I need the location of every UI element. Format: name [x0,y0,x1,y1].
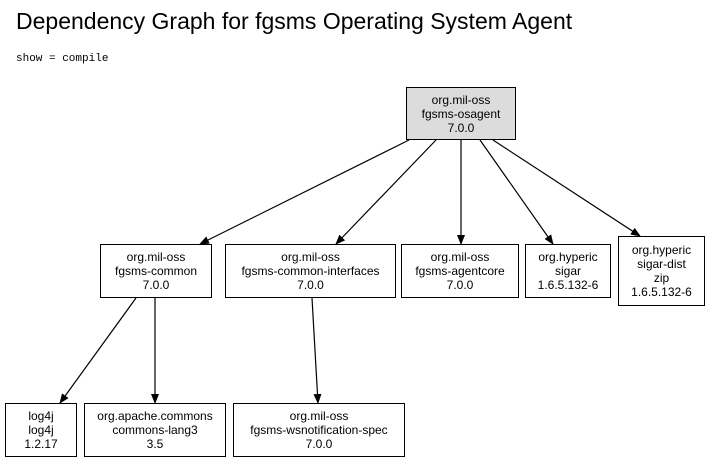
node-artifact-id: sigar-dist [637,257,686,271]
scope-filter-label: show = compile [16,53,109,65]
edge-osagent-to-common [199,139,410,245]
node-sigar[interactable]: org.hyperic sigar 1.6.5.132-6 [525,244,611,298]
node-version: 1.6.5.132-6 [631,285,692,299]
node-fgsms-osagent[interactable]: org.mil-oss fgsms-osagent 7.0.0 [406,87,516,140]
node-sigar-dist[interactable]: org.hyperic sigar-dist zip 1.6.5.132-6 [618,236,705,306]
node-version: 7.0.0 [305,437,333,451]
node-log4j[interactable]: log4j log4j 1.2.17 [5,403,77,457]
node-group-id: org.hyperic [631,243,692,257]
node-commons-lang3[interactable]: org.apache.commons commons-lang3 3.5 [84,403,226,457]
node-group-id: org.mil-oss [289,409,349,423]
node-artifact-id: sigar [554,264,581,278]
node-fgsms-common-interfaces[interactable]: org.mil-oss fgsms-common-interfaces 7.0.… [225,244,396,298]
node-version: 3.5 [146,437,164,451]
edge-osagent-to-common_interfaces [335,139,437,245]
node-group-id: org.mil-oss [431,92,491,107]
edge-common-to-log4j [59,297,137,404]
node-version: 1.6.5.132-6 [537,278,599,292]
node-group-id: org.apache.commons [97,409,213,423]
node-group-id: org.hyperic [538,250,598,264]
node-fgsms-wsnotification-spec[interactable]: org.mil-oss fgsms-wsnotification-spec 7.… [233,403,405,457]
node-fgsms-common[interactable]: org.mil-oss fgsms-common 7.0.0 [100,244,212,298]
node-artifact-id: fgsms-osagent [421,106,501,121]
node-artifact-id: fgsms-common [114,264,197,278]
node-version: 7.0.0 [447,120,475,135]
node-group-id: org.mil-oss [430,250,490,264]
node-version: 7.0.0 [297,278,324,292]
node-group-id: log4j [28,409,54,423]
node-group-id: org.mil-oss [126,250,186,264]
graph-title: Dependency Graph for fgsms Operating Sys… [16,8,573,34]
node-artifact-id: fgsms-wsnotification-spec [250,423,388,437]
node-artifact-id: fgsms-agentcore [415,264,505,278]
edge-common_interfaces-to-wsnotification [311,297,322,404]
node-artifact-id: fgsms-common-interfaces [241,264,380,278]
node-version: 7.0.0 [446,278,474,292]
node-version: 7.0.0 [142,278,170,292]
node-group-id: org.mil-oss [281,250,340,264]
node-packaging: zip [653,271,670,285]
node-fgsms-agentcore[interactable]: org.mil-oss fgsms-agentcore 7.0.0 [401,244,519,298]
edge-osagent-to-sigar [479,139,554,245]
node-artifact-id: log4j [28,423,54,437]
node-version: 1.2.17 [24,437,58,451]
node-artifact-id: commons-lang3 [112,423,198,437]
edge-osagent-to-sigar_dist [492,139,641,237]
